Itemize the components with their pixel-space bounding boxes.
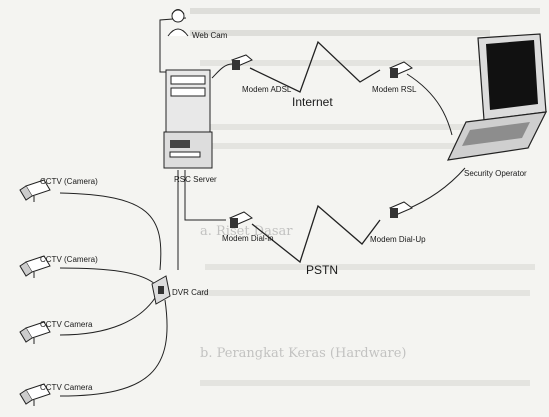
modem-adsl-label: Modem ADSL [242, 85, 292, 94]
internet-label: Internet [292, 95, 333, 109]
pstn-label: PSTN [306, 263, 338, 277]
cctv-1-label: CCTV (Camera) [40, 177, 98, 186]
link-webcam-server [160, 18, 186, 72]
modem-dialin-label: Modem Dial-in [222, 234, 274, 243]
rsc-server-label: RSC Server [174, 175, 217, 184]
cctv-4-label: CCTV Camera [40, 383, 93, 392]
dvr-card-label: DVR Card [172, 288, 208, 297]
link-server-adsl [212, 64, 232, 78]
link-cctv4-dvr [60, 300, 167, 396]
server-icon [164, 70, 212, 168]
cctv-3-label: CCTV Camera [40, 320, 93, 329]
modem-isdn-label: Modem RSL [372, 85, 417, 94]
webcam-label: Web Cam [192, 31, 228, 40]
cctv-2-label: CCTV (Camera) [40, 255, 98, 264]
link-cctv3-dvr [60, 298, 155, 335]
laptop-icon [448, 34, 546, 160]
webcam-icon [168, 10, 188, 37]
bg-text-b: b. Perangkat Keras (Hardware) [200, 346, 406, 361]
link-dialup-laptop [405, 168, 465, 210]
modem-dialup-label: Modem Dial-Up [370, 235, 426, 244]
security-operator-label: Security Operator [464, 169, 527, 178]
link-cctv2-dvr [60, 268, 155, 284]
modem-dialup-icon [390, 202, 412, 218]
dvr-card-icon [152, 276, 170, 304]
